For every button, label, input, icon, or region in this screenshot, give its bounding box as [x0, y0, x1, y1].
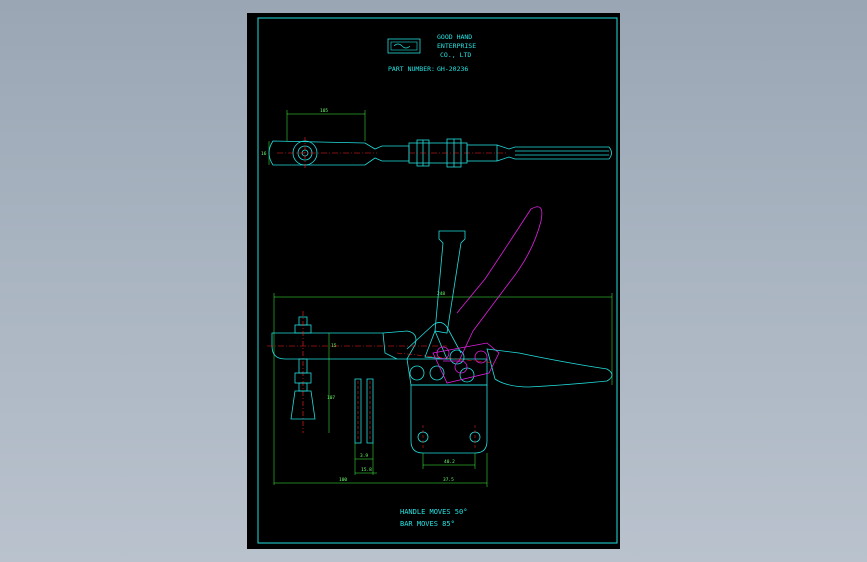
dim-spindle-height: 15 [331, 343, 337, 349]
dim-arm-height: 107 [327, 395, 335, 401]
title-block: GOOD HAND ENTERPRISE CO., LTD PART NUMBE… [387, 33, 476, 73]
company-name-line1: GOOD HAND [437, 33, 472, 41]
company-logo [387, 38, 421, 54]
note-bar-moves: BAR MOVES 85° [400, 520, 455, 528]
dim-overall-length: 248 [437, 291, 445, 297]
dim-top-height: 16 [261, 151, 267, 157]
dim-slot-width: 3.9 [360, 453, 368, 459]
drawing-sheet: GOOD HAND ENTERPRISE CO., LTD PART NUMBE… [247, 13, 620, 549]
dim-top-length: 105 [320, 108, 328, 114]
border-frame [257, 17, 618, 544]
dim-base-hole-spacing: 40.2 [444, 459, 455, 465]
company-name-line3: CO., LTD [440, 51, 471, 59]
company-name-line2: ENTERPRISE [437, 42, 476, 50]
dim-base-right: 37.5 [443, 477, 454, 483]
side-view: 248 15 107 3.9 15.8 [267, 206, 613, 487]
top-view: 105 16 [261, 108, 612, 169]
part-number-label: PART NUMBER: [388, 65, 435, 73]
dim-slot-spacing: 15.8 [361, 467, 372, 473]
cad-drawing: GOOD HAND ENTERPRISE CO., LTD PART NUMBE… [257, 17, 618, 544]
dim-base-left: 100 [339, 477, 347, 483]
part-number-value: GH-20236 [437, 65, 468, 73]
note-handle-moves: HANDLE MOVES 50° [400, 508, 467, 516]
